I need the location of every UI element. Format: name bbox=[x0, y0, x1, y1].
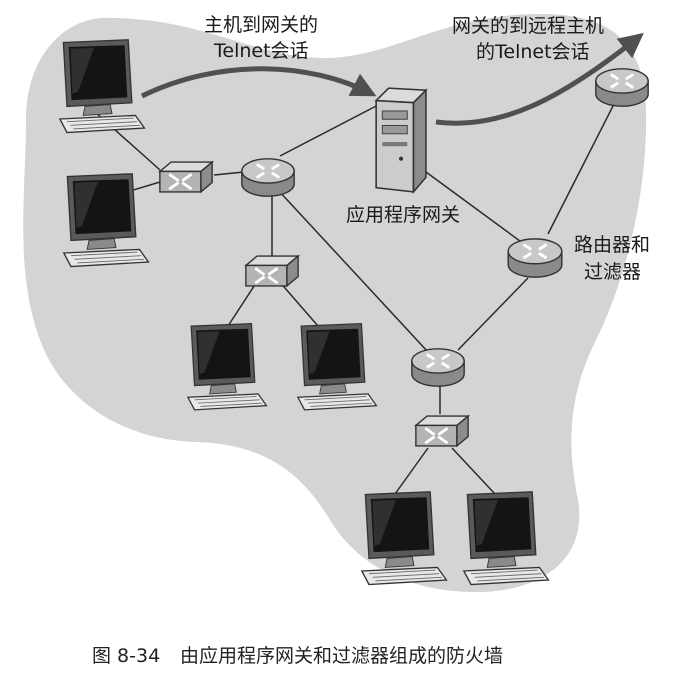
router-icon bbox=[410, 347, 466, 388]
link-router-left-router-center bbox=[277, 189, 429, 353]
link-switch3-pc6 bbox=[451, 447, 496, 495]
link-router-filter-router-center bbox=[457, 277, 529, 351]
label-application-gateway: 应用程序网关 bbox=[346, 204, 460, 226]
link-router-left-gateway bbox=[279, 103, 381, 157]
internal-network-cloud bbox=[23, 14, 647, 593]
figure-caption: 由应用程序网关和过滤器组成的防火墙 bbox=[180, 645, 503, 667]
remote-router-icon bbox=[594, 67, 650, 108]
label-router-filter-line1: 路由器和 bbox=[574, 234, 650, 256]
telnet-arrow-host-to-gateway bbox=[140, 66, 377, 99]
figure-number: 图 8-34 bbox=[92, 645, 160, 667]
switch-icon bbox=[414, 414, 470, 448]
link-switch2-pc4 bbox=[277, 279, 319, 327]
gateway-server-icon bbox=[375, 87, 427, 193]
label-host-gateway-session-line2: Telnet会话 bbox=[213, 40, 309, 62]
label-gateway-remote-session-line2: 的Telnet会话 bbox=[476, 41, 590, 63]
switch-icon bbox=[158, 160, 214, 194]
link-switch2-pc3 bbox=[227, 279, 259, 327]
link-gateway-router-filter bbox=[425, 171, 525, 245]
label-host-gateway-session-line1: 主机到网关的 bbox=[204, 14, 318, 36]
network-links bbox=[94, 103, 615, 495]
router-filter-icon bbox=[506, 237, 564, 279]
link-switch1-router-left bbox=[213, 171, 245, 176]
telnet-arrow-gateway-to-remote bbox=[435, 32, 644, 126]
label-gateway-remote-session-line1: 网关的到远程主机 bbox=[452, 15, 604, 37]
label-router-filter-line2: 过滤器 bbox=[584, 261, 641, 283]
link-router-filter-router-top bbox=[547, 103, 615, 235]
switch-icon bbox=[244, 254, 300, 288]
router-icon bbox=[240, 157, 296, 198]
link-switch3-pc5 bbox=[394, 447, 429, 495]
